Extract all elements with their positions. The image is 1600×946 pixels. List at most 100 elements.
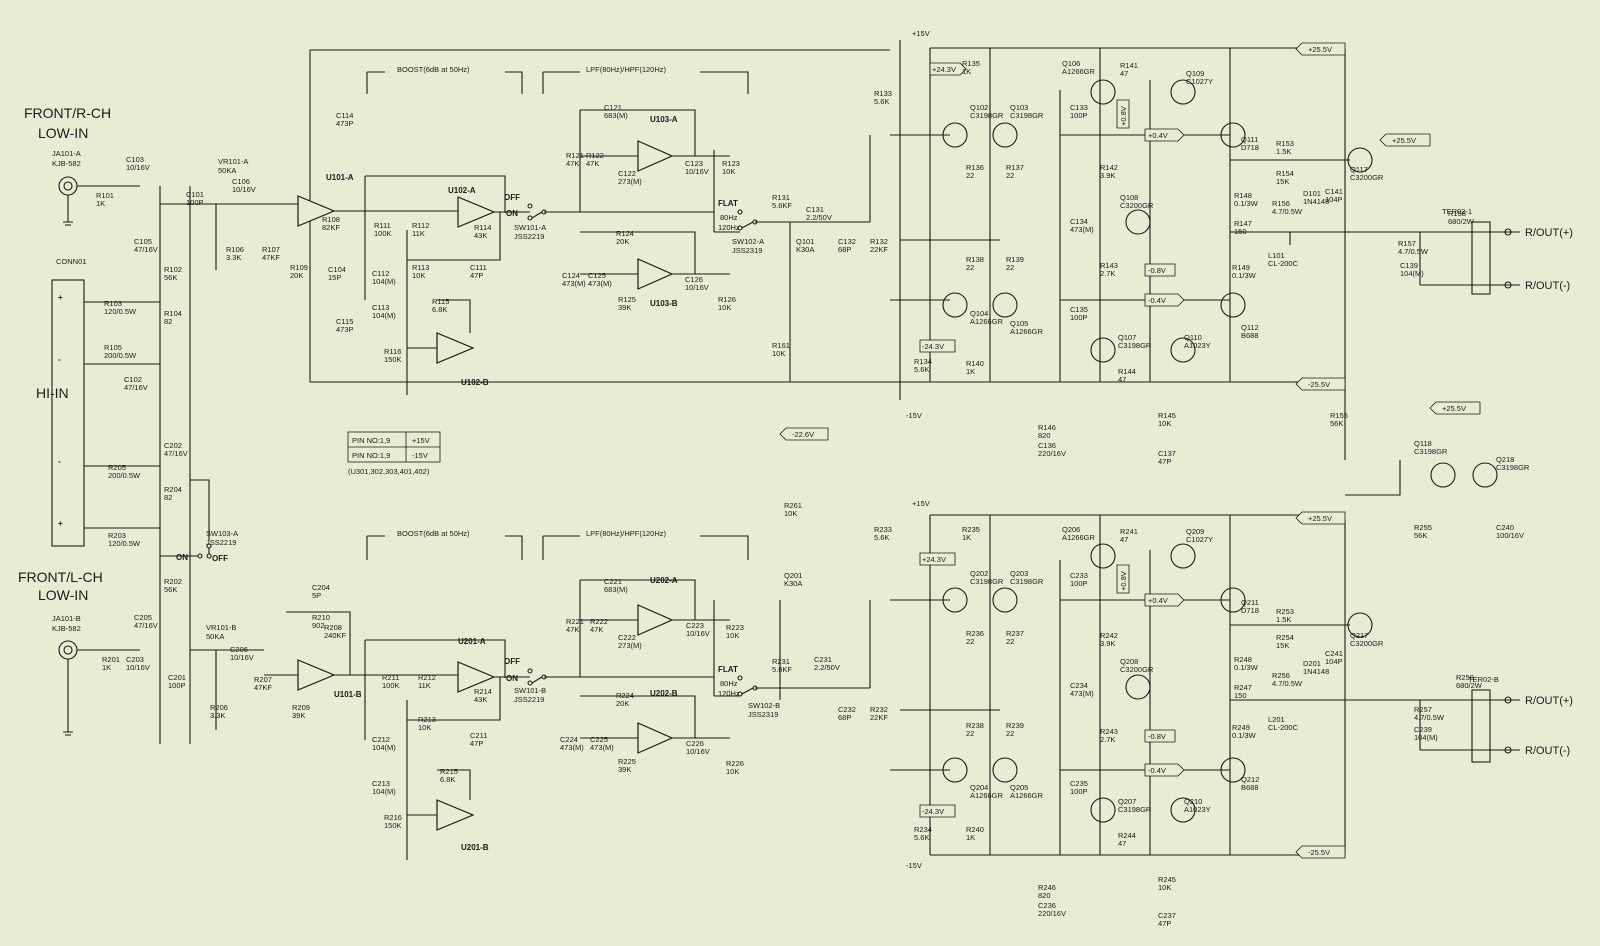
component-value: C3198GR bbox=[1010, 577, 1044, 586]
component-designator: C232 bbox=[838, 705, 856, 714]
component-designator: R249 bbox=[1232, 723, 1250, 732]
component-value: 1K bbox=[962, 67, 971, 76]
component-designator: R108 bbox=[322, 215, 340, 224]
component-value: C3198GR bbox=[970, 111, 1004, 120]
component-designator: R221 bbox=[566, 617, 584, 626]
component-labels-power-top: R1335.6KR1351KQ102C3198GRQ103C3198GRQ106… bbox=[874, 59, 1530, 540]
component-value: 220/16V bbox=[1038, 449, 1066, 458]
hi-in-label: HI-IN bbox=[36, 385, 69, 401]
sw102a-switch[interactable] bbox=[737, 209, 758, 231]
component-designator: R242 bbox=[1100, 631, 1118, 640]
component-value: 104(M) bbox=[372, 277, 396, 286]
component-value: 5.6K bbox=[874, 533, 889, 542]
component-designator: R222 bbox=[590, 617, 608, 626]
component-value: 10K bbox=[726, 631, 739, 640]
p04-tag-2: +0.4V bbox=[1148, 596, 1168, 605]
component-value: 39K bbox=[292, 711, 305, 720]
component-designator: C135 bbox=[1070, 305, 1088, 314]
component-value: 43K bbox=[474, 231, 487, 240]
component-value: 10K bbox=[718, 303, 731, 312]
component-value: A1266GR bbox=[1062, 533, 1096, 542]
component-designator: R146 bbox=[1038, 423, 1056, 432]
component-designator: R206 bbox=[210, 703, 228, 712]
component-value: 10K bbox=[722, 167, 735, 176]
component-designator: R204 bbox=[164, 485, 182, 494]
sw103a-switch[interactable] bbox=[160, 479, 212, 559]
u101a-label: U101-A bbox=[326, 173, 354, 182]
component-value: 22KF bbox=[870, 245, 888, 254]
component-designator: C113 bbox=[372, 303, 389, 312]
component-designator: C241 bbox=[1325, 649, 1343, 658]
component-designator: C226 bbox=[686, 739, 704, 748]
component-designator: R134 bbox=[914, 357, 932, 366]
component-designator: R255 bbox=[1414, 523, 1432, 532]
component-designator: R238 bbox=[966, 721, 984, 730]
component-value: 10/16V bbox=[232, 185, 256, 194]
component-designator: R138 bbox=[966, 255, 984, 264]
jack-l-label: JA101-B bbox=[52, 614, 81, 623]
component-value: 22 bbox=[966, 637, 974, 646]
component-value: 68P bbox=[838, 245, 851, 254]
component-value: CL-200C bbox=[1268, 259, 1299, 268]
component-value: A1266GR bbox=[970, 317, 1004, 326]
p24-tag-1: +24.3V bbox=[932, 65, 956, 74]
component-value: 10K bbox=[412, 271, 425, 280]
component-designator: R205 bbox=[108, 463, 126, 472]
component-value: 100/16V bbox=[1496, 531, 1524, 540]
component-value: 100P bbox=[186, 198, 204, 207]
component-value: 683(M) bbox=[604, 111, 628, 120]
opamp-u101a bbox=[297, 195, 336, 227]
sw101a-switch[interactable] bbox=[527, 203, 547, 221]
sw103a-off: OFF bbox=[212, 554, 228, 563]
component-designator: C134 bbox=[1070, 217, 1088, 226]
pin-table: PIN NO:1,9 +15V PIN NO:1,9 -15V (U301,30… bbox=[347, 431, 441, 476]
component-value: 47/16V bbox=[124, 383, 148, 392]
component-value: C3198GR bbox=[1414, 447, 1448, 456]
component-designator: Q107 bbox=[1118, 333, 1136, 342]
component-value: 820 bbox=[1038, 431, 1051, 440]
ter1-label: TER02-1 bbox=[1442, 207, 1472, 216]
component-designator: R216 bbox=[384, 813, 402, 822]
component-designator: Q204 bbox=[970, 783, 988, 792]
pin-note: (U301,302,303,401,402) bbox=[348, 467, 430, 476]
component-designator: R226 bbox=[726, 759, 744, 768]
component-value: 20K bbox=[290, 271, 303, 280]
sw102b-switch[interactable] bbox=[737, 675, 758, 697]
component-designator: R257 bbox=[1414, 705, 1432, 714]
component-value: C3198GR bbox=[1118, 805, 1152, 814]
component-value: 902 bbox=[312, 621, 325, 630]
component-designator: C201 bbox=[168, 673, 186, 682]
component-designator: R153 bbox=[1276, 139, 1294, 148]
component-value: 473(M) bbox=[1070, 225, 1094, 234]
component-value: 473(M) bbox=[1070, 689, 1094, 698]
component-designator: C123 bbox=[685, 159, 703, 168]
component-value: C3200GR bbox=[1350, 173, 1384, 182]
component-designator: D101 bbox=[1303, 189, 1321, 198]
component-value: 473(M) bbox=[560, 743, 584, 752]
component-designator: R237 bbox=[1006, 629, 1024, 638]
component-value: 56K bbox=[1414, 531, 1427, 540]
component-designator: R247 bbox=[1234, 683, 1252, 692]
component-designator: R161 bbox=[772, 341, 790, 350]
component-value: 4.7/0.5W bbox=[1414, 713, 1445, 722]
component-designator: L201 bbox=[1268, 715, 1285, 724]
component-value: 100P bbox=[1070, 787, 1088, 796]
component-value: 10/16V bbox=[126, 663, 150, 672]
component-designator: R225 bbox=[618, 757, 636, 766]
component-value: 200/0.5W bbox=[104, 351, 137, 360]
hi-pin-2: - bbox=[58, 355, 61, 364]
component-designator: C122 bbox=[618, 169, 636, 178]
component-designator: C203 bbox=[126, 655, 144, 664]
sw102b-120hz: 120Hz bbox=[718, 689, 740, 698]
component-value: C3198GR bbox=[1118, 341, 1152, 350]
sw102b-name: SW102-B bbox=[748, 701, 780, 710]
u201a-label: U201-A bbox=[458, 637, 486, 646]
sw101b-switch[interactable] bbox=[527, 668, 547, 686]
m08-tag-1: -0.8V bbox=[1148, 266, 1166, 275]
component-designator: R107 bbox=[262, 245, 280, 254]
component-designator: C111 bbox=[470, 263, 487, 272]
opamp-u102a bbox=[457, 196, 496, 228]
component-designator: C211 bbox=[470, 731, 487, 740]
component-value: 120/0.5W bbox=[104, 307, 137, 316]
